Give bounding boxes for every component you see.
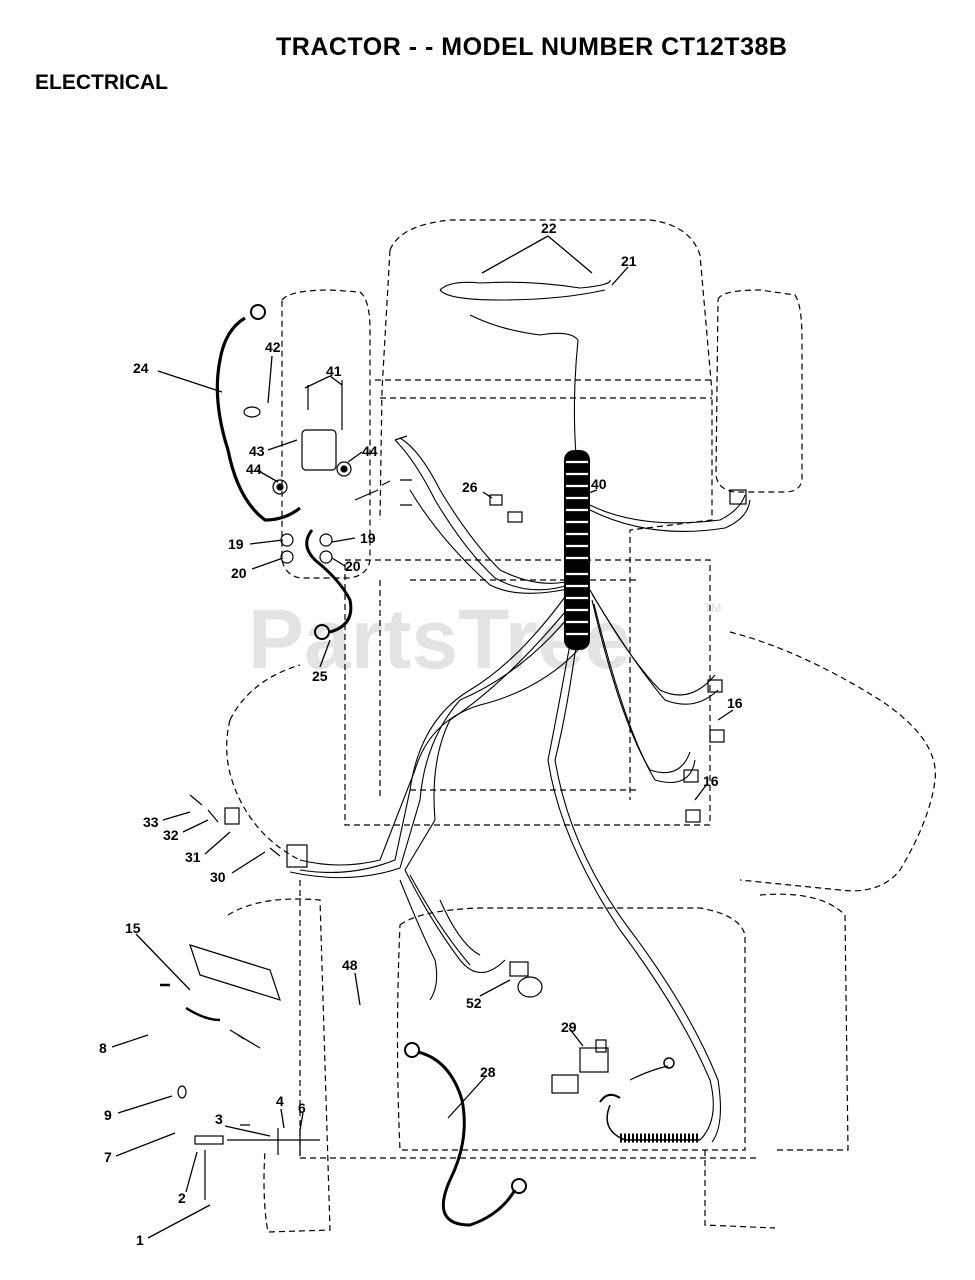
callout-6: 6 [298, 1100, 306, 1116]
wire-harness [289, 279, 751, 1143]
callout-8: 8 [99, 1040, 107, 1056]
callout-16-upper: 16 [727, 695, 743, 711]
coil-cord [599, 1057, 700, 1143]
watermark-tm: TM [704, 601, 721, 615]
callout-22: 22 [541, 220, 557, 236]
callout-30: 30 [210, 869, 226, 885]
callout-42: 42 [265, 339, 281, 355]
callout-28: 28 [480, 1064, 496, 1080]
callout-9: 9 [104, 1107, 112, 1123]
callout-15: 15 [125, 920, 141, 936]
harness-sleeve [564, 450, 590, 650]
callout-48: 48 [342, 957, 358, 973]
callout-21: 21 [621, 253, 637, 269]
callout-7: 7 [104, 1149, 112, 1165]
callout-20-right: 20 [345, 558, 361, 574]
callout-52: 52 [466, 995, 482, 1011]
callout-19-left: 19 [228, 536, 244, 552]
callout-32: 32 [163, 827, 179, 843]
solenoid-parts [160, 380, 747, 1200]
callout-4: 4 [276, 1093, 284, 1109]
callout-1: 1 [136, 1232, 144, 1248]
callout-19-right: 19 [360, 530, 376, 546]
callout-40: 40 [591, 476, 607, 492]
callout-2: 2 [178, 1190, 186, 1206]
callout-41: 41 [326, 363, 342, 379]
callout-29: 29 [561, 1019, 577, 1035]
callout-26: 26 [462, 479, 478, 495]
battery-cables [215, 304, 527, 1227]
callout-labels: 22 21 24 42 41 43 44 44 26 40 19 19 20 2… [99, 220, 743, 1248]
callout-31: 31 [185, 849, 201, 865]
callout-44-left: 44 [246, 461, 262, 477]
section-title: ELECTRICAL [35, 71, 168, 94]
callout-16-lower: 16 [703, 773, 719, 789]
callout-44-right: 44 [362, 443, 378, 459]
callout-33: 33 [143, 814, 159, 830]
callout-20-left: 20 [231, 565, 247, 581]
leader-lines [111, 235, 734, 1239]
callout-25: 25 [312, 668, 328, 684]
callout-24: 24 [133, 360, 149, 376]
tractor-outline [226, 219, 936, 1233]
page-title: TRACTOR - - MODEL NUMBER CT12T38B [276, 33, 788, 61]
callout-43: 43 [249, 443, 265, 459]
callout-3: 3 [215, 1111, 223, 1127]
